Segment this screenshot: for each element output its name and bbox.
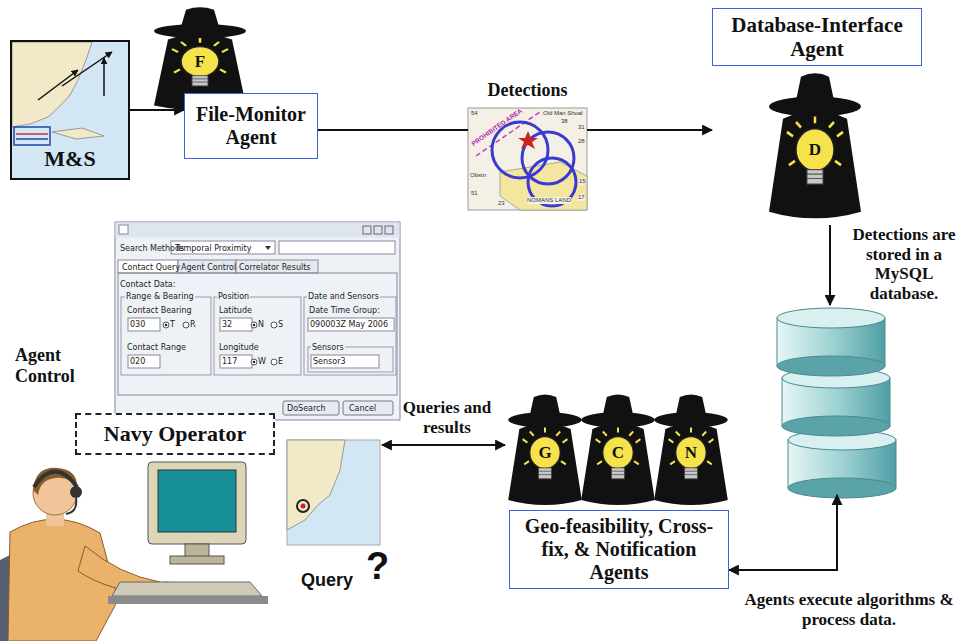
annotation-label: 17 — [578, 194, 585, 201]
node-label: Detections — [468, 80, 587, 101]
connector-arrow — [318, 129, 468, 131]
agent-control-window: Search MethodsTemporal ProximityContact … — [115, 222, 400, 420]
window-text: 117 — [222, 357, 237, 367]
annotation-label: Old Man Shoal — [543, 110, 583, 117]
annotation-label: 31 — [578, 124, 585, 131]
connector-arrow — [587, 129, 712, 131]
node-label: Navy Operator — [104, 421, 246, 446]
window-text: E — [278, 357, 283, 367]
window-text: 030 — [130, 320, 145, 330]
agent-control-window — [115, 222, 400, 420]
node-label: Query — [287, 570, 367, 591]
agent-figure — [508, 395, 582, 505]
agent-figure — [581, 395, 655, 505]
detections-image: Detections — [468, 108, 587, 210]
annotation-label: 28 — [578, 138, 585, 145]
connector-arrow — [729, 495, 837, 570]
model-box: M&S — [10, 40, 130, 180]
connector-arrow — [382, 444, 505, 446]
annotation-label: PROHIBITED AREA — [470, 107, 523, 147]
window-text: Contact Range — [127, 343, 186, 353]
operator-box: Navy Operator — [75, 413, 275, 455]
annotation-label: G — [535, 443, 555, 463]
window-text: Contact Query — [122, 263, 180, 273]
annotation-label: 38 — [561, 118, 568, 125]
window-text: 020 — [130, 357, 145, 367]
annotation-label: F — [190, 52, 210, 72]
window-text: R — [190, 320, 196, 330]
window-text: Position — [217, 292, 250, 302]
node-label: Detections are stored in a MySQL databas… — [848, 225, 960, 303]
annotation-label: 51 — [471, 190, 478, 197]
agent-node: Database-Interface Agent — [712, 8, 922, 225]
operator-illustration — [0, 462, 268, 641]
annotation-label: ? — [366, 546, 389, 588]
annotation-label: N — [681, 443, 701, 463]
window-text: Cancel — [349, 404, 376, 414]
connector-arrow — [130, 109, 184, 111]
ms-map — [12, 42, 128, 178]
window-text: Range & Bearing — [125, 292, 195, 302]
edge-label: Queries and results — [392, 398, 502, 437]
window-text: T — [170, 320, 175, 330]
window-text: Sensors — [311, 343, 345, 353]
agent-figure — [654, 395, 728, 505]
database-cylinders — [777, 308, 896, 498]
window-text: Search Methods — [120, 244, 184, 254]
edge-label: Agents execute algorithms & process data… — [738, 590, 960, 629]
window-text: Date and Sensors — [307, 292, 380, 302]
window-text: Agent Control — [181, 263, 236, 273]
annotation-label: NOMANS LAND — [527, 197, 571, 204]
window-text: Date Time Group: — [309, 306, 380, 316]
detections-chart — [468, 108, 587, 210]
window-text: 090003Z May 2006 — [310, 320, 388, 330]
window-text: Correlator Results — [239, 263, 311, 273]
window-text: 32 — [222, 320, 232, 330]
window-text: Longitude — [219, 343, 259, 353]
annotation-label: D — [805, 140, 825, 160]
annotation-label: 15 — [579, 178, 586, 185]
window-text: Temporal Proximity — [175, 244, 251, 254]
annotation-label: C — [608, 443, 628, 463]
node-label: Geo-feasibility, Cross-fix, & Notificati… — [509, 510, 729, 589]
window-text: W — [258, 357, 266, 367]
window-text: Latitude — [219, 306, 252, 316]
window-text: S — [278, 320, 283, 330]
agent-figure — [769, 73, 861, 218]
annotation-label: Agent Control — [15, 345, 113, 386]
agent-box: File-Monitor Agent — [184, 93, 318, 159]
query-map — [287, 440, 380, 545]
annotation-label: 23 — [498, 200, 505, 207]
window-text: Contact Data: — [120, 280, 175, 290]
window-text: Contact Bearing — [127, 306, 192, 316]
annotation-label: 54 — [471, 110, 478, 117]
window-text: DoSearch — [287, 404, 326, 414]
window-text: N — [258, 320, 264, 330]
agent-group: Geo-feasibility, Cross-fix, & Notificati… — [505, 392, 729, 598]
database: Detections are stored in a MySQL databas… — [775, 305, 900, 495]
annotation-label: Obstn — [470, 172, 486, 179]
window-text: Sensor3 — [313, 357, 346, 367]
connector-arrow — [829, 225, 831, 305]
node-label: File-Monitor Agent — [191, 103, 311, 149]
node-label: Database-Interface Agent — [712, 8, 922, 66]
node-label: M&S — [12, 146, 128, 171]
